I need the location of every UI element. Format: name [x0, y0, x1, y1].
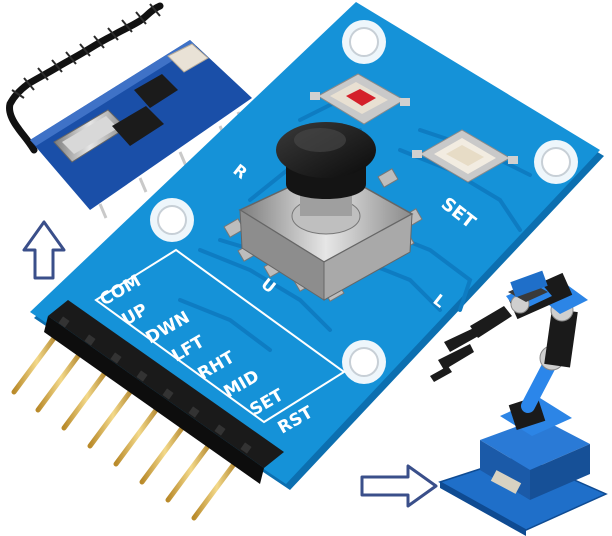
mounting-hole: [342, 340, 386, 384]
mounting-hole: [534, 140, 578, 184]
joystick-board: R U L SET: [11, 2, 604, 521]
mounting-hole: [342, 20, 386, 64]
five-way-switch: [223, 167, 423, 302]
robot-arm: [430, 270, 608, 536]
joystick-knob: [276, 122, 376, 199]
rf-receiver-module: [6, 2, 252, 219]
robot-gripper: [430, 306, 512, 382]
mounting-hole: [150, 198, 194, 242]
reset-button-red: [310, 73, 410, 125]
arrow-up-icon: [22, 220, 66, 280]
arrow-right-icon: [360, 464, 438, 508]
coiled-antenna: [6, 2, 164, 154]
set-button-white: [412, 129, 518, 183]
pin-header: [11, 300, 284, 521]
